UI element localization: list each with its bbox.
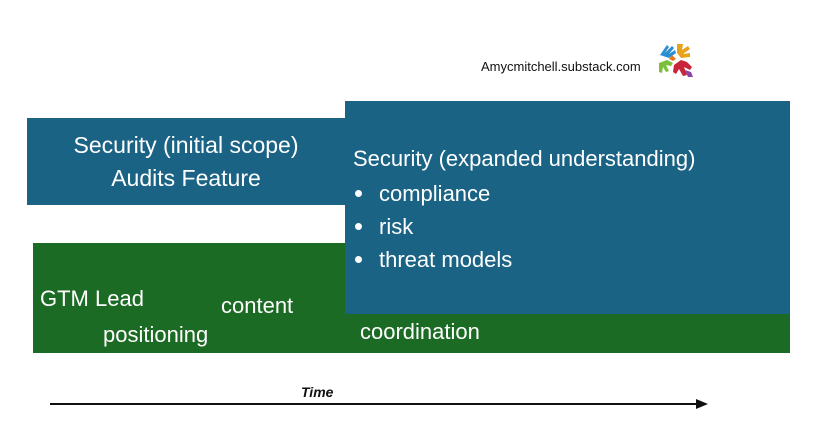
gtm-positioning-label: positioning [103,322,209,347]
list-item: compliance [353,177,512,210]
bullet-icon [355,190,362,197]
initial-scope-box: Security (initial scope) Audits Feature [27,118,345,205]
bullet-icon [355,256,362,263]
list-item-label: compliance [379,181,491,206]
time-axis-label: Time [301,384,334,400]
initial-scope-title: Security (initial scope) [73,132,299,158]
gtm-coordination-label: coordination [360,319,480,344]
list-item: threat models [353,243,512,276]
colorful-hands-logo-icon [657,41,695,79]
initial-scope-feature: Audits Feature [111,165,261,191]
expanded-scope-title: Security (expanded understanding) [353,146,696,171]
list-item: risk [353,210,512,243]
expanded-scope-box: Security (expanded understanding) compli… [345,101,790,314]
gtm-content-label: content [221,293,294,318]
list-item-label: risk [379,214,414,239]
time-arrow-icon [50,399,708,409]
gtm-lead-label: GTM Lead [40,286,144,311]
site-url: Amycmitchell.substack.com [481,59,641,74]
list-item-label: threat models [379,247,513,272]
expanded-scope-list: compliance risk threat models [353,177,512,276]
bullet-icon [355,223,362,230]
